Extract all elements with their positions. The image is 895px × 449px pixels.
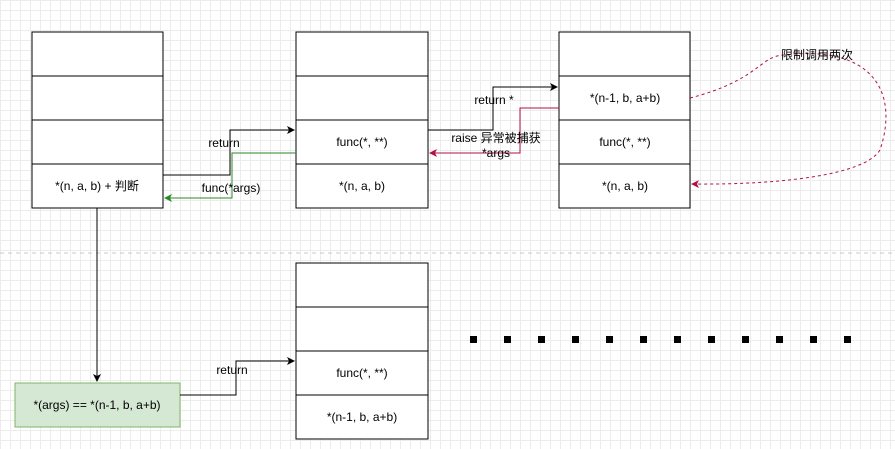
stack-d-cell-1	[295, 262, 429, 308]
ellipsis-dot	[470, 336, 477, 343]
ellipsis-dot	[606, 336, 613, 343]
stack-b-cell-2	[295, 75, 429, 121]
stack-a-cell-2	[31, 75, 164, 121]
label-return-bottom: return	[216, 363, 247, 377]
stack-c-cell-1	[558, 31, 691, 77]
ellipsis-dot	[504, 336, 511, 343]
stack-c-cell-4-label: *(n, a, b)	[602, 179, 648, 193]
label-return-bc: return *	[474, 93, 514, 107]
stack-b-cell-3	[295, 119, 429, 165]
stack-b-cell-3-label: func(*, **)	[336, 135, 387, 149]
condition-box: *(args) == *(n-1, b, a+b)	[14, 382, 181, 428]
arrow-return-a-to-b	[163, 126, 295, 176]
ellipsis-dot	[776, 336, 783, 343]
stack-b-cell-4-label: *(n, a, b)	[339, 179, 385, 193]
arrow-func-args-b-to-a	[164, 152, 296, 202]
arrow-limit-loop	[689, 53, 887, 189]
ellipsis-dot	[844, 336, 851, 343]
arrow-raise-c-to-b	[429, 107, 559, 157]
label-raise: raise 异常被捕获	[451, 130, 540, 145]
stack-a-cell-1	[31, 31, 164, 77]
stack-d-cell-2	[295, 306, 429, 352]
stack-c: *(n-1, b, a+b) func(*, **) *(n, a, b)	[558, 31, 691, 209]
ellipsis-dot	[640, 336, 647, 343]
stack-d-cell-4	[295, 394, 429, 440]
arrow-return-condition-to-d	[180, 357, 295, 396]
stack-b: func(*, **) *(n, a, b)	[295, 31, 429, 209]
stack-a-cell-3	[31, 119, 164, 165]
label-func-args: func(*args)	[202, 181, 261, 195]
stack-b-cell-1	[295, 31, 429, 77]
stack-b-cell-4	[295, 163, 429, 209]
continuation-dots	[470, 336, 851, 343]
condition-box-label: *(args) == *(n-1, b, a+b)	[33, 398, 160, 412]
ellipsis-dot	[742, 336, 749, 343]
ellipsis-dot	[572, 336, 579, 343]
stack-a-cell-4-label: *(n, a, b) + 判断	[55, 178, 139, 193]
stack-c-cell-4	[558, 163, 691, 209]
ellipsis-dot	[674, 336, 681, 343]
ellipsis-dot	[708, 336, 715, 343]
label-limit: 限制调用两次	[781, 48, 853, 62]
label-return-ab: return	[208, 136, 239, 150]
stack-d-cell-3-label: func(*, **)	[336, 366, 387, 380]
stack-a: *(n, a, b) + 判断	[31, 31, 164, 209]
arrow-return-b-to-c	[428, 83, 558, 131]
stack-d: func(*, **) *(n-1, b, a+b)	[295, 262, 429, 440]
ellipsis-dot	[810, 336, 817, 343]
stack-d-cell-4-label: *(n-1, b, a+b)	[327, 410, 397, 424]
ellipsis-dot	[538, 336, 545, 343]
condition-box-rect	[14, 382, 181, 428]
stack-c-cell-3-label: func(*, **)	[599, 135, 650, 149]
label-args: *args	[482, 146, 510, 160]
stack-c-cell-2-label: *(n-1, b, a+b)	[590, 91, 660, 105]
